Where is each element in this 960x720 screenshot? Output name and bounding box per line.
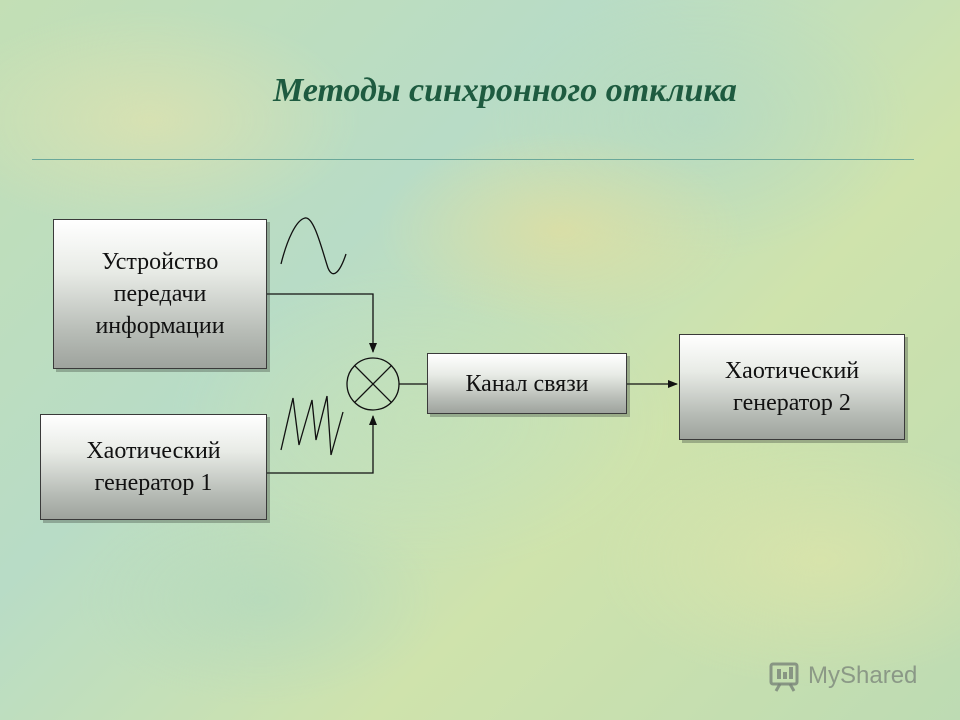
block-generator1: Хаотический генератор 1 (40, 414, 267, 520)
block-transmitter-line: передачи (113, 281, 207, 307)
block-generator2: Хаотический генератор 2 (679, 334, 905, 440)
block-channel: Канал связи (427, 353, 627, 414)
block-generator2-line: Хаотический (724, 358, 860, 384)
block-channel-line: Канал связи (465, 370, 589, 397)
chaotic-signal-icon (280, 395, 344, 456)
block-generator2-line: генератор 2 (733, 390, 851, 416)
connector-generator1-mixer (267, 415, 377, 474)
watermark[interactable]: MyShared (768, 656, 917, 696)
block-transmitter-line: Устройство (101, 249, 219, 275)
title-divider (32, 159, 914, 160)
block-generator1-line: генератор 1 (94, 470, 213, 496)
watermark-text: MyShared (808, 662, 918, 689)
block-transmitter: Устройство передачи информации (53, 219, 267, 369)
sine-wave-icon (280, 217, 347, 275)
connector-transmitter-mixer (267, 293, 377, 353)
slide-title: Методы синхронного отклика (273, 72, 737, 109)
myshared-logo-icon (769, 662, 799, 692)
multiplier-circle-icon (346, 357, 400, 411)
block-generator1-line: Хаотический (86, 438, 221, 464)
block-transmitter-line: информации (95, 313, 225, 339)
